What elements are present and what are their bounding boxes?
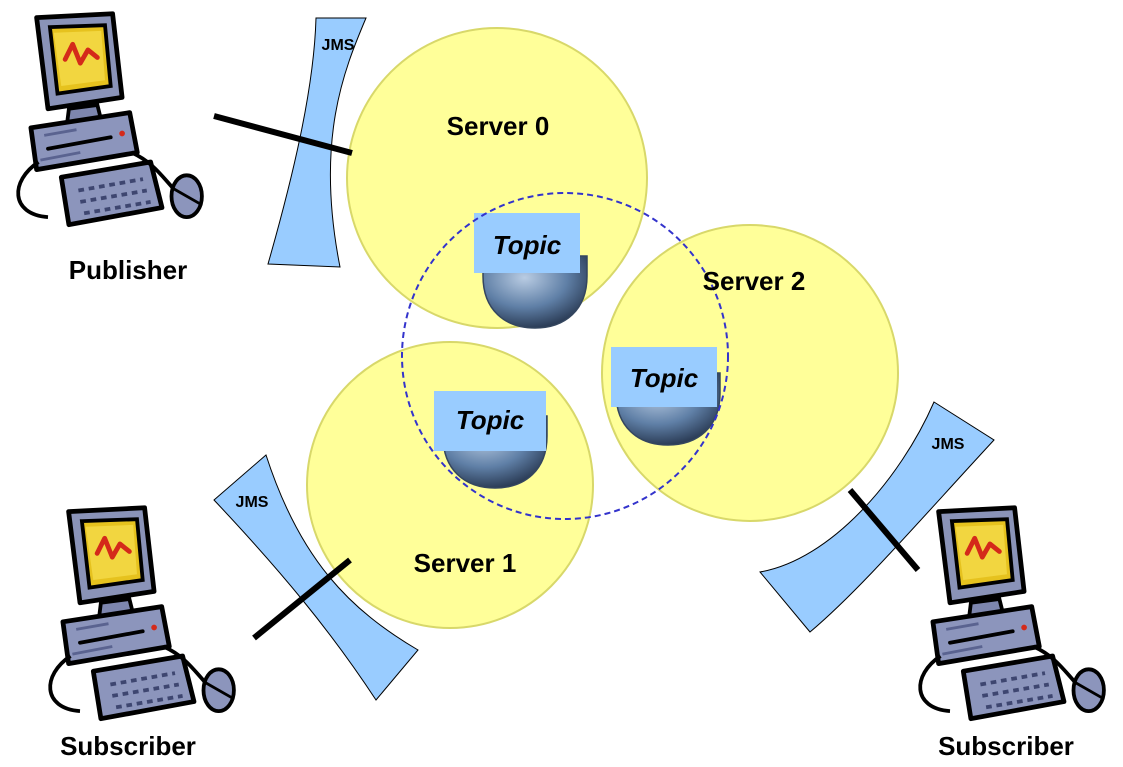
publisher-label: Publisher [69, 255, 187, 285]
server-1-circle [306, 341, 594, 629]
jms-interface-subscriber-left: JMS [213, 454, 419, 701]
jms-interface-subscriber-right: JMS [759, 401, 995, 633]
cluster-boundary [401, 192, 729, 520]
topic-2-label: Topic [630, 363, 699, 393]
server-2-label: Server 2 [703, 266, 806, 296]
server-2-circle [601, 224, 899, 522]
server-0-label: Server 0 [447, 111, 550, 141]
topic-1-box [434, 391, 546, 451]
jms-label-2: JMS [932, 436, 965, 453]
topic-2-box [611, 347, 717, 407]
subscriber-left-connector [252, 557, 352, 641]
publisher-connector [213, 113, 353, 156]
topic-1: Topic [434, 391, 548, 489]
jms-label-0: JMS [322, 37, 355, 54]
subscriber-left-computer-icon [50, 508, 234, 719]
subscriber-left-label: Subscriber [60, 731, 196, 761]
subscriber-right-label: Subscriber [938, 731, 1074, 761]
subscriber-right-computer-icon [920, 508, 1104, 719]
server-1-label: Server 1 [414, 548, 517, 578]
topic-0-box [474, 213, 580, 273]
topic-1-label: Topic [456, 405, 525, 435]
topic-0-label: Topic [493, 230, 562, 260]
publisher-computer-icon [18, 14, 202, 225]
jms-label-1: JMS [236, 494, 269, 511]
topic-2: Topic [611, 347, 721, 446]
subscriber-right-connector [847, 488, 921, 572]
topic-0: Topic [474, 213, 588, 329]
